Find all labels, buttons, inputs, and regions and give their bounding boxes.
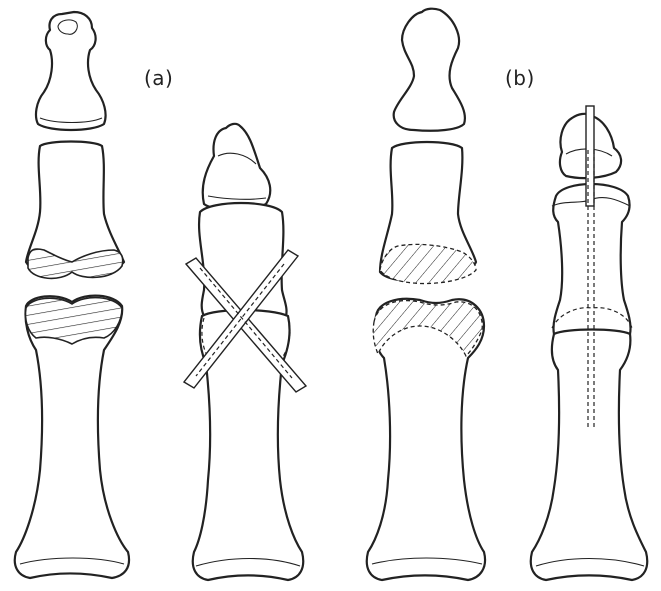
proximal-phalanx	[531, 330, 647, 581]
distal-phalanx	[394, 9, 465, 131]
cartilage-hatch	[25, 298, 122, 344]
panel-label-a: (a)	[144, 66, 173, 90]
panel-label-b: (b)	[505, 66, 535, 90]
middle-phalanx	[553, 184, 630, 339]
finger-b-right	[531, 106, 647, 580]
finger-a-right	[184, 124, 306, 580]
middle-phalanx	[199, 203, 286, 321]
finger-a-left	[15, 12, 129, 578]
finger-b-left	[367, 9, 485, 580]
distal-phalanx	[36, 12, 106, 130]
